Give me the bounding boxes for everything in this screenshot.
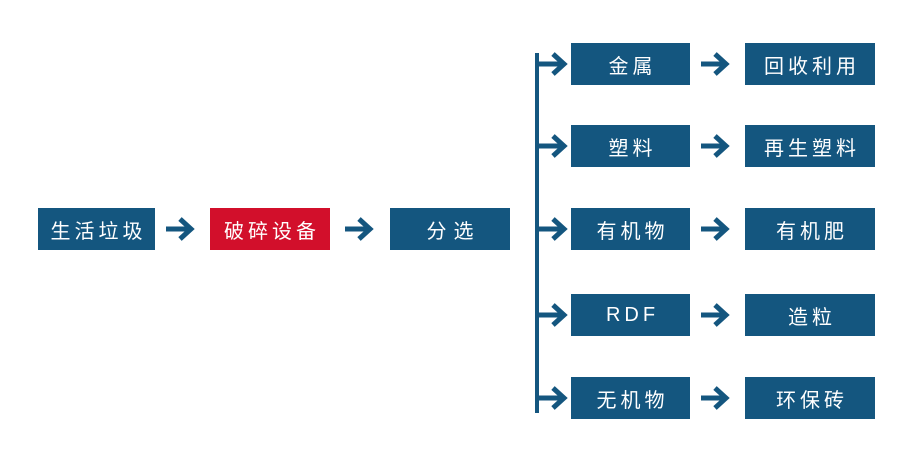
node-inorganic-matter: 无机物 [571, 377, 690, 419]
arrow-right-icon [701, 303, 730, 327]
node-organic-matter: 有机物 [571, 208, 690, 250]
node-crushing-equipment: 破碎设备 [210, 208, 330, 250]
node-organic-fertilizer: 有机肥 [745, 208, 875, 250]
node-plastic: 塑料 [571, 125, 690, 167]
branch-arrow-icon [536, 217, 568, 241]
arrow-right-icon [701, 217, 730, 241]
branch-connector-line [535, 53, 539, 413]
node-metal: 金属 [571, 43, 690, 85]
arrow-right-icon [701, 386, 730, 410]
arrow-right-icon [166, 217, 195, 241]
branch-arrow-icon [536, 134, 568, 158]
arrow-right-icon [701, 52, 730, 76]
node-recycled-plastic: 再生塑料 [745, 125, 875, 167]
branch-arrow-icon [536, 303, 568, 327]
node-rdf: RDF [571, 294, 690, 336]
arrow-right-icon [345, 217, 374, 241]
arrow-right-icon [701, 134, 730, 158]
node-granulation: 造粒 [745, 294, 875, 336]
branch-arrow-icon [536, 52, 568, 76]
branch-arrow-icon [536, 386, 568, 410]
node-eco-brick: 环保砖 [745, 377, 875, 419]
node-household-waste: 生活垃圾 [38, 208, 155, 250]
node-sorting: 分选 [390, 208, 510, 250]
node-recycling: 回收利用 [745, 43, 875, 85]
